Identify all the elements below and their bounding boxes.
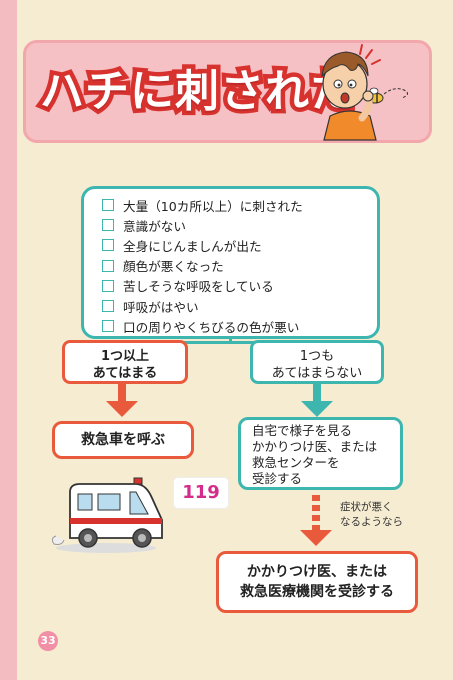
arrow-down-icon — [313, 384, 321, 404]
branch-yes-label: 1つ以上 あてはまる — [62, 340, 188, 384]
checklist-item: 意識がない — [102, 215, 377, 235]
ambulance-icon — [51, 477, 163, 553]
checkbox-icon — [102, 279, 114, 292]
checklist-item: 苦しそうな呼吸をしている — [102, 276, 377, 296]
checkbox-icon — [102, 259, 114, 272]
page-margin-strip — [0, 0, 17, 680]
checkbox-icon — [102, 199, 114, 212]
checklist-item: 大量（10カ所以上）に刺された — [102, 195, 377, 215]
page-number: 33 — [38, 631, 58, 651]
checkbox-icon — [102, 300, 114, 313]
call-ambulance-box: 救急車を呼ぶ — [52, 421, 194, 459]
checkbox-icon — [102, 219, 114, 232]
home-care-box: 自宅で様子を見る かかりつけ医、または 救急センターを 受診する — [238, 417, 403, 490]
connector-line — [120, 341, 316, 344]
branch-no-label: 1つも あてはまらない — [250, 340, 384, 384]
arrow-down-icon — [118, 384, 126, 404]
checkbox-icon — [102, 320, 114, 333]
arrow-head-icon — [301, 401, 333, 417]
arrow-head-icon — [300, 530, 332, 546]
checklist-item: 口の周りやくちびるの色が悪い — [102, 316, 377, 336]
hospital-box: かかりつけ医、または 救急医療機関を受診する — [216, 551, 418, 613]
stung-boy-illustration — [321, 44, 408, 141]
arrow-head-icon — [106, 401, 138, 417]
checklist-item: 呼吸がはやい — [102, 296, 377, 316]
dashed-connector — [312, 495, 320, 531]
checklist-item: 全身にじんましんが出た — [102, 235, 377, 255]
condition-note: 症状が悪く なるようなら — [340, 501, 403, 528]
emergency-number-badge: 119 — [174, 478, 228, 508]
page-title: ハチに刺された — [36, 62, 359, 122]
checkbox-icon — [102, 239, 114, 252]
checklist-item: 顔色が悪くなった — [102, 256, 377, 276]
symptom-checklist: 大量（10カ所以上）に刺された 意識がない 全身にじんましんが出た 顔色が悪くな… — [81, 186, 380, 339]
